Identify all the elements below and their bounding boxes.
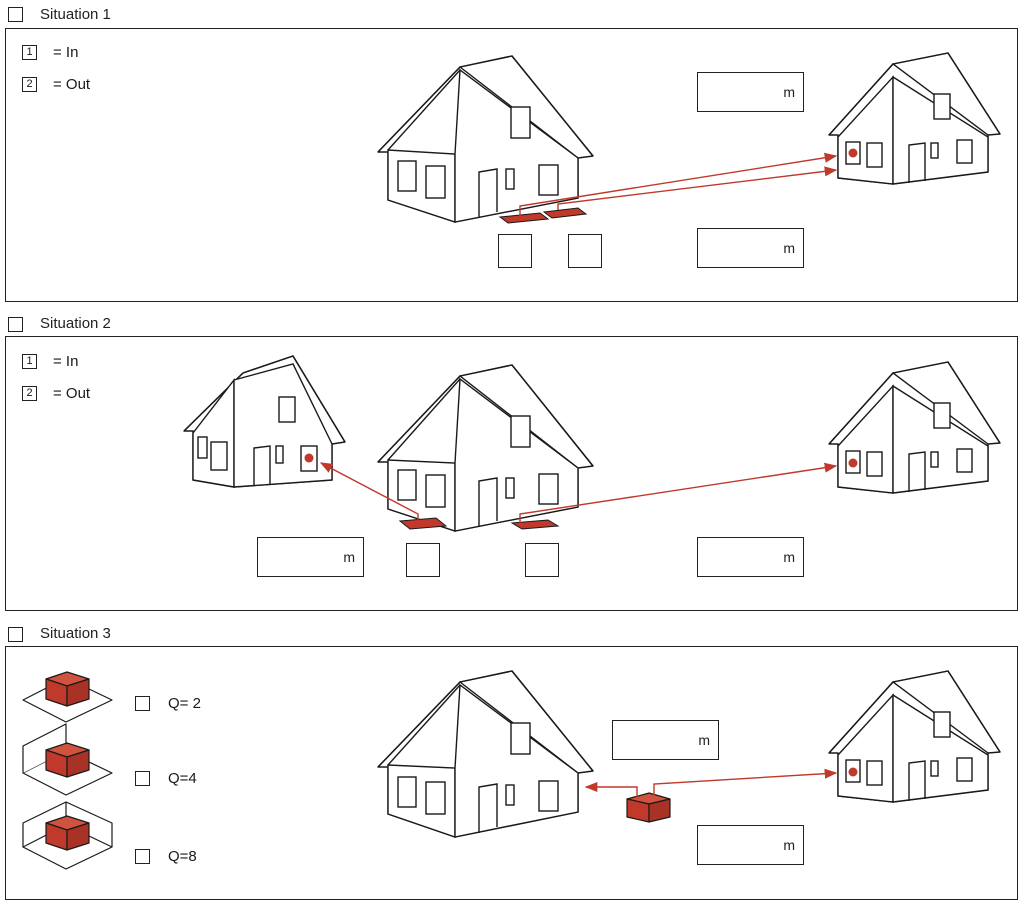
legend-key-2: 2 [22,386,37,401]
legend-in: 1 = In [22,44,78,61]
legend-key-2: 2 [22,77,37,92]
unit-label: m [698,732,710,748]
legend-out-text: = Out [53,385,91,402]
s3-distance-input-top[interactable]: m [612,720,719,760]
s1-main-house [377,55,594,224]
s3-right-house [828,670,1001,803]
s3-main-house [377,670,594,838]
option-q8-label: Q=8 [168,848,197,865]
unit-label: m [783,240,795,256]
s1-distance-input-top[interactable]: m [697,72,804,112]
situation-2-panel: 1 = In 2 = Out [5,336,1018,611]
situation-1-panel: 1 = In 2 = Out [5,28,1018,302]
unit-label: m [783,84,795,100]
s3-connection-lines [584,768,838,797]
option-q4-label: Q=4 [168,770,197,787]
situation-1-checkbox[interactable] [8,7,23,22]
option-q4[interactable]: Q=4 [135,770,197,787]
unit-label: m [783,549,795,565]
s2-distance-input-left[interactable]: m [257,537,364,577]
option-q2-label: Q= 2 [168,695,201,712]
q2-illustration [22,671,113,723]
s3-device-box [626,792,671,823]
situation-3-label: Situation 3 [40,625,111,642]
s3-distance-input-bottom[interactable]: m [697,825,804,865]
s2-right-house [828,361,1001,494]
s2-connection-lines [319,462,838,524]
s1-distance-input-bottom[interactable]: m [697,228,804,268]
legend-key-1: 1 [22,354,37,369]
legend-in: 1 = In [22,353,78,370]
option-q2-checkbox[interactable] [135,696,150,711]
legend-key-1: 1 [22,45,37,60]
situation-3-panel [5,646,1018,900]
situation-3-checkbox[interactable] [8,627,23,642]
option-q8[interactable]: Q=8 [135,848,197,865]
q4-illustration [22,723,113,796]
s1-neighbor-house [828,52,1001,185]
unit-label: m [343,549,355,565]
s2-left-house [183,355,346,488]
option-q8-checkbox[interactable] [135,849,150,864]
unit-label: m [783,837,795,853]
s1-connection-box-in[interactable] [498,234,532,268]
situation-1-label: Situation 1 [40,6,111,23]
legend-out-text: = Out [53,76,91,93]
situation-2-checkbox[interactable] [8,317,23,332]
option-q4-checkbox[interactable] [135,771,150,786]
q8-illustration [22,801,113,870]
legend-in-text: = In [53,353,79,370]
s2-distance-input-right[interactable]: m [697,537,804,577]
legend-in-text: = In [53,44,79,61]
s2-main-house [377,364,594,532]
s1-connection-box-out[interactable] [568,234,602,268]
s1-connection-lines [519,152,838,216]
situation-2-label: Situation 2 [40,315,111,332]
legend-out: 2 = Out [22,385,90,402]
s2-connection-box-in[interactable] [406,543,440,577]
s2-connection-box-out[interactable] [525,543,559,577]
legend-out: 2 = Out [22,76,90,93]
option-q2[interactable]: Q= 2 [135,695,201,712]
